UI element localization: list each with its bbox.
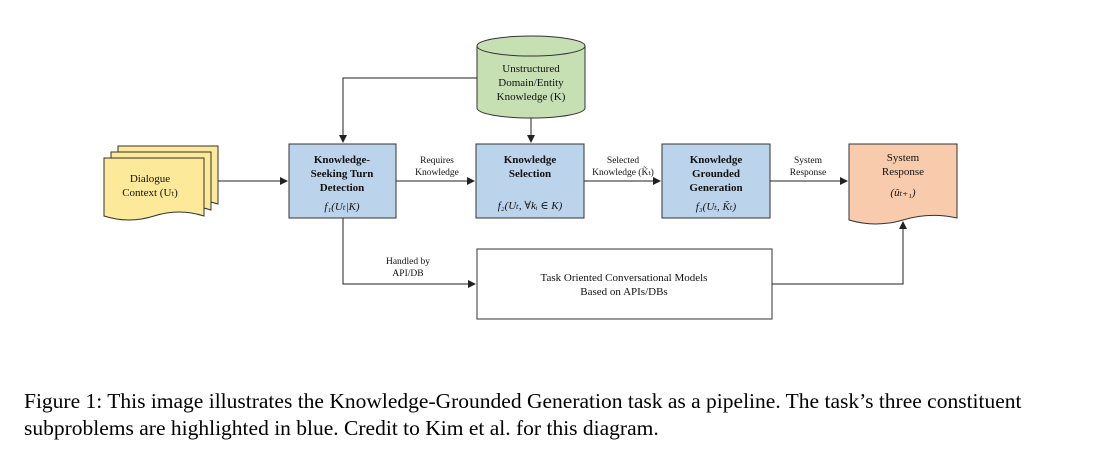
requires-label-line-2: Knowledge <box>415 168 459 178</box>
database-label-line-2: Domain/Entity <box>498 77 564 89</box>
response-formula: (ûₜ₊₁) <box>890 187 916 199</box>
selected-label-line-2: Knowledge (K̃ₜ) <box>592 165 654 178</box>
edge-labels: Requires Knowledge Selected Knowledge (K… <box>386 156 826 279</box>
response-label-line-2: Response <box>882 166 924 178</box>
pipeline-diagram: Unstructured Domain/Entity Knowledge (K)… <box>103 35 958 320</box>
handled-label-line-2: API/DB <box>392 269 423 279</box>
generation-label-line-1: Knowledge <box>690 154 743 166</box>
dialogue-label-line-1: Dialogue <box>130 173 170 185</box>
task-label-line-2: Based on APIs/DBs <box>580 286 667 298</box>
selected-label-line-1: Selected <box>607 156 639 166</box>
seeking-formula: f₁(Uₜ|K) <box>324 201 360 213</box>
handled-label-line-1: Handled by <box>386 257 430 267</box>
connectors <box>218 77 907 288</box>
seeking-label-line-2: Seeking Turn <box>311 168 374 180</box>
generation-formula: f₃(Uₜ, K̃ₜ) <box>696 200 737 213</box>
system-response-label-line-1: System <box>794 156 823 166</box>
grounded-generation-box: Knowledge Grounded Generation f₃(Uₜ, K̃ₜ… <box>661 143 771 219</box>
arrow-seeking-to-task <box>342 218 476 288</box>
task-oriented-box: Task Oriented Conversational Models Base… <box>476 248 773 320</box>
arrow-db-to-seeking <box>339 77 477 143</box>
knowledge-selection-box: Knowledge Selection f₂(Uₜ, ∀kᵢ ∈ K) <box>475 143 585 219</box>
selection-label-line-2: Selection <box>509 168 551 180</box>
database-label-line-1: Unstructured <box>502 63 560 75</box>
knowledge-database: Unstructured Domain/Entity Knowledge (K) <box>476 35 586 119</box>
database-label-line-3: Knowledge (K) <box>497 91 566 103</box>
diagram-canvas: Unstructured Domain/Entity Knowledge (K)… <box>103 35 958 320</box>
selection-formula: f₂(Uₜ, ∀kᵢ ∈ K) <box>498 200 563 212</box>
system-response-doc: System Response (ûₜ₊₁) <box>848 143 958 225</box>
generation-label-line-2: Grounded <box>692 168 740 180</box>
seeking-label-line-3: Detection <box>320 182 365 194</box>
response-label-line-1: System <box>887 152 920 164</box>
figure-caption: Figure 1: This image illustrates the Kno… <box>24 389 1022 440</box>
arrow-task-to-response <box>772 221 907 285</box>
dialogue-context: Dialogue Context (Uₜ) <box>103 145 219 221</box>
generation-label-line-3: Generation <box>689 182 742 194</box>
seeking-turn-detection-box: Knowledge- Seeking Turn Detection f₁(Uₜ|… <box>288 143 397 219</box>
selection-label-line-1: Knowledge <box>504 154 557 166</box>
dialogue-label-line-2: Context (Uₜ) <box>122 187 178 199</box>
requires-label-line-1: Requires <box>420 156 454 166</box>
task-label-line-1: Task Oriented Conversational Models <box>541 272 708 284</box>
seeking-label-line-1: Knowledge- <box>314 154 371 166</box>
system-response-label-line-2: Response <box>790 168 826 178</box>
